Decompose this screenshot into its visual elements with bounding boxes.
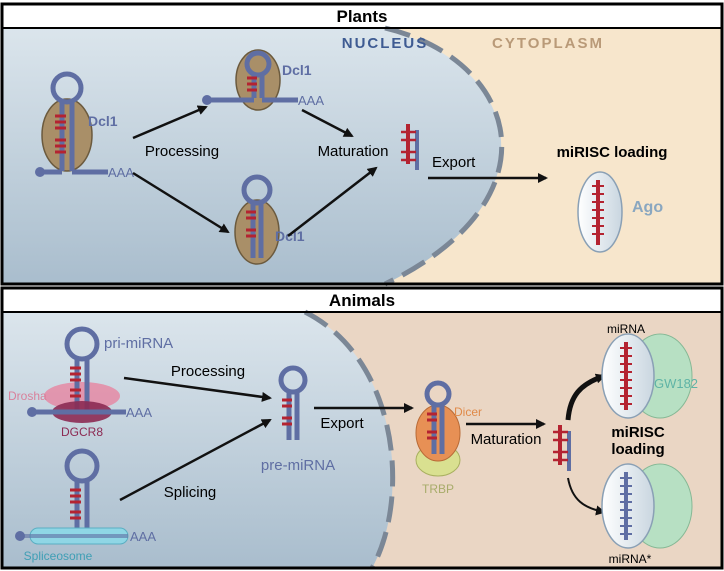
animals-border <box>0 286 724 570</box>
maturation-label: Maturation <box>318 143 389 160</box>
animals-mirna-duplex <box>553 425 571 471</box>
animals-splicing-label: Splicing <box>164 484 217 501</box>
cytoplasm-label: CYTOPLASM <box>492 35 604 52</box>
drosha-shape <box>44 382 120 410</box>
processing-label: Processing <box>145 143 219 160</box>
ago-complex: Ago <box>577 171 663 253</box>
plants-pri-mirna: Dcl1 AAA <box>35 71 134 180</box>
animals-mirisc-label-2: loading <box>611 441 664 458</box>
animals-title: Animals <box>329 291 395 310</box>
plants-intermediate-top: Dcl1 AAA <box>202 49 324 111</box>
mirna-star-label: miRNA* <box>609 552 652 566</box>
plants-title: Plants <box>336 7 387 26</box>
gw182-label: GW182 <box>654 376 698 391</box>
animals-panel: Animals pri-miRNA Drosha DGCR8 AAA <box>0 286 724 570</box>
drosha-label: Drosha <box>8 389 47 403</box>
export-label: Export <box>432 154 476 171</box>
arrow-processing-up <box>132 105 208 140</box>
animals-export-label: Export <box>320 415 364 432</box>
plants-nucleus <box>2 28 502 284</box>
mirisc-mirna: miRNA GW182 <box>601 322 698 419</box>
spliceosome-label: Spliceosome <box>24 549 93 563</box>
dcl1-label: Dcl1 <box>88 113 118 129</box>
plants-nuclear-envelope <box>383 25 505 287</box>
animals-processing-label: Processing <box>171 363 245 380</box>
mirisc-loading-label: miRISC loading <box>557 144 668 161</box>
animals-mirisc-label-1: miRISC <box>611 424 665 441</box>
arrow-maturation-bottom <box>287 166 378 237</box>
mirisc-mirna-star: miRNA* <box>601 463 693 566</box>
arrow-animals-splicing <box>119 418 272 502</box>
dcl1-shape <box>41 98 93 172</box>
animals-intronic-mirna: Spliceosome AAA <box>15 448 156 563</box>
nucleus-label: NUCLEUS <box>342 35 429 52</box>
dicer-complex: Dicer TRBP <box>415 380 482 496</box>
pri-mirna-label: pri-miRNA <box>104 335 173 352</box>
dgcr8-label: DGCR8 <box>61 425 103 439</box>
animals-pri-mirna: pri-miRNA Drosha DGCR8 AAA <box>8 326 173 439</box>
arrow-animals-processing <box>123 376 272 402</box>
arrow-maturation-top <box>301 108 354 138</box>
animals-maturation-label: Maturation <box>471 431 542 448</box>
arrow-processing-down <box>132 171 230 234</box>
pre-mirna-label: pre-miRNA <box>261 457 335 474</box>
poly-a-label: AAA <box>108 165 134 180</box>
mirna-label: miRNA <box>607 322 645 336</box>
ago-label: Ago <box>632 199 663 216</box>
pre-mirna: pre-miRNA <box>261 365 335 474</box>
arrow-to-mirna-star <box>567 477 606 516</box>
animals-nucleus <box>2 312 393 568</box>
animals-poly-a-label-2: AAA <box>130 529 156 544</box>
poly-a-label-top: AAA <box>298 93 324 108</box>
dcl1-label-top: Dcl1 <box>282 62 312 78</box>
plants-border <box>0 2 724 286</box>
animals-nuclear-envelope <box>303 309 396 570</box>
dicer-label: Dicer <box>454 405 482 419</box>
plants-intermediate-bottom: Dcl1 <box>234 174 305 265</box>
plants-panel: Plants NUCLEUS CYTOPLASM Dcl1 AAA <box>0 2 724 287</box>
animals-poly-a-label: AAA <box>126 405 152 420</box>
arrow-to-mirna <box>565 373 606 421</box>
plants-mirna-duplex <box>401 124 419 170</box>
trbp-label: TRBP <box>422 482 454 496</box>
